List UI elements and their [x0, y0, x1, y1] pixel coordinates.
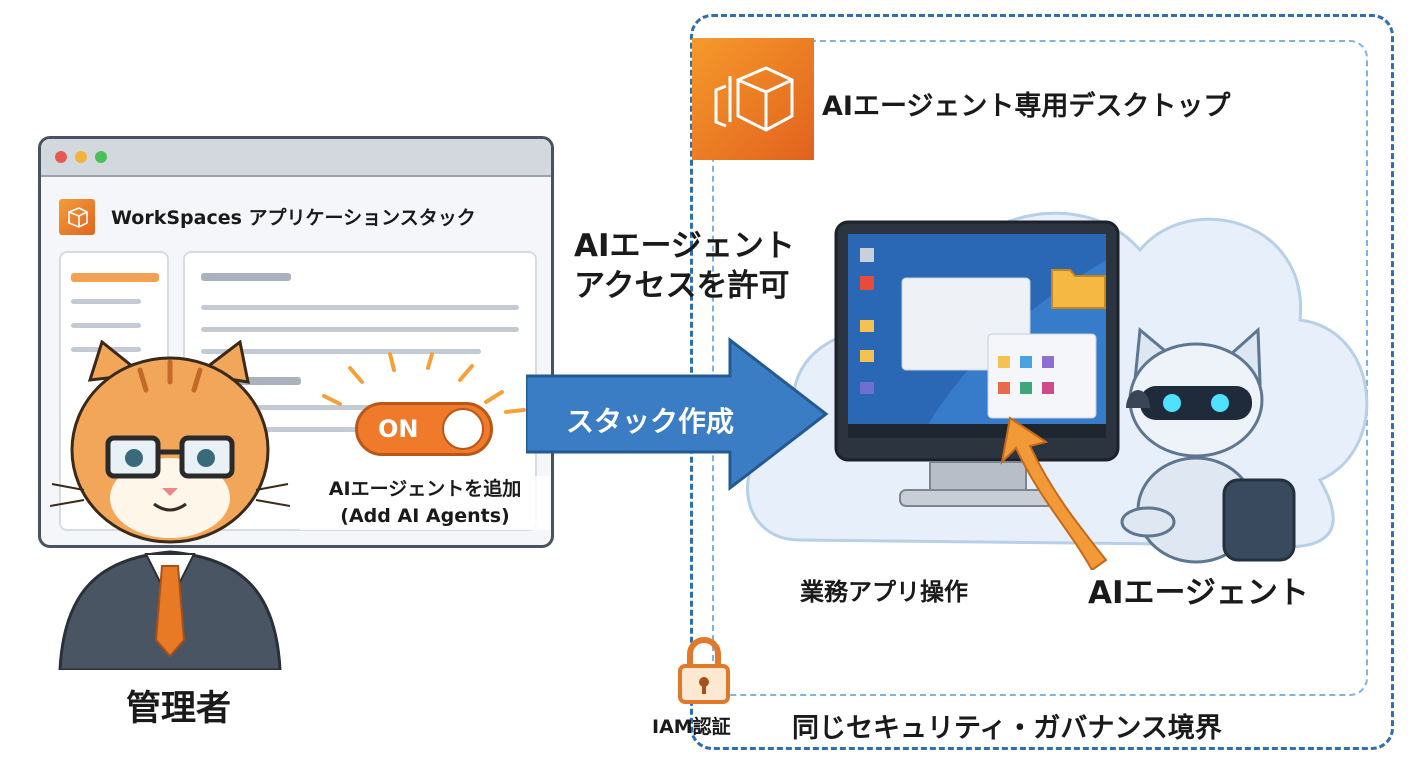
content-line: [201, 327, 519, 332]
glow-rays: [322, 352, 526, 414]
content-line: [201, 427, 371, 432]
content-line: [201, 305, 519, 310]
boundary-label: 同じセキュリティ・ガバナンス境界: [792, 713, 1222, 744]
agent-operate-arrow: [1000, 416, 1108, 570]
minimize-dot-icon[interactable]: [75, 151, 87, 163]
workspaces-icon: [59, 199, 95, 235]
desktop-boundary: [712, 40, 1368, 696]
add-agents-line2: (Add AI Agents): [340, 505, 510, 527]
allow-access-line1: AIエージェント: [574, 228, 795, 264]
maximize-dot-icon[interactable]: [95, 151, 107, 163]
business-app-ops-label: 業務アプリ操作: [800, 578, 968, 606]
sidebar-item[interactable]: [71, 323, 141, 328]
add-agents-line1: AIエージェントを追加: [328, 478, 522, 500]
box-icon: [714, 66, 794, 132]
admin-label: 管理者: [126, 689, 232, 729]
content-line: [201, 349, 481, 354]
content-heading: [201, 273, 291, 281]
iam-auth-label: IAM認証: [652, 716, 731, 738]
ai-agent-label: AIエージェント: [1088, 575, 1309, 611]
content-line: [201, 405, 401, 410]
cloud-desktop-illustration: [746, 211, 1369, 570]
browser-titlebar: [41, 139, 551, 177]
robot-cat-icon: [1120, 326, 1296, 564]
admin-cat-icon: [50, 340, 290, 670]
lock-icon: [678, 637, 730, 704]
aws-workspaces-tile: [692, 38, 814, 160]
allow-access-label: AIエージェント アクセスを許可: [574, 226, 795, 306]
desktop-title: AIエージェント専用デスクトップ: [822, 91, 1231, 122]
monitor-icon: [834, 220, 1120, 507]
create-stack-label: スタック作成: [566, 405, 735, 438]
add-agents-label: AIエージェントを追加 (Add AI Agents): [300, 476, 550, 530]
app-stack-title: WorkSpaces アプリケーションスタック: [111, 207, 476, 229]
toggle-knob: [442, 408, 484, 450]
close-dot-icon[interactable]: [55, 151, 67, 163]
content-heading: [201, 377, 301, 385]
sidebar-item[interactable]: [71, 299, 141, 304]
sidebar-item-active[interactable]: [71, 273, 159, 282]
add-agents-toggle[interactable]: ON: [355, 402, 493, 456]
toggle-label: ON: [378, 415, 419, 443]
create-stack-arrow: [526, 336, 829, 492]
allow-access-line2: アクセスを許可: [574, 268, 790, 304]
